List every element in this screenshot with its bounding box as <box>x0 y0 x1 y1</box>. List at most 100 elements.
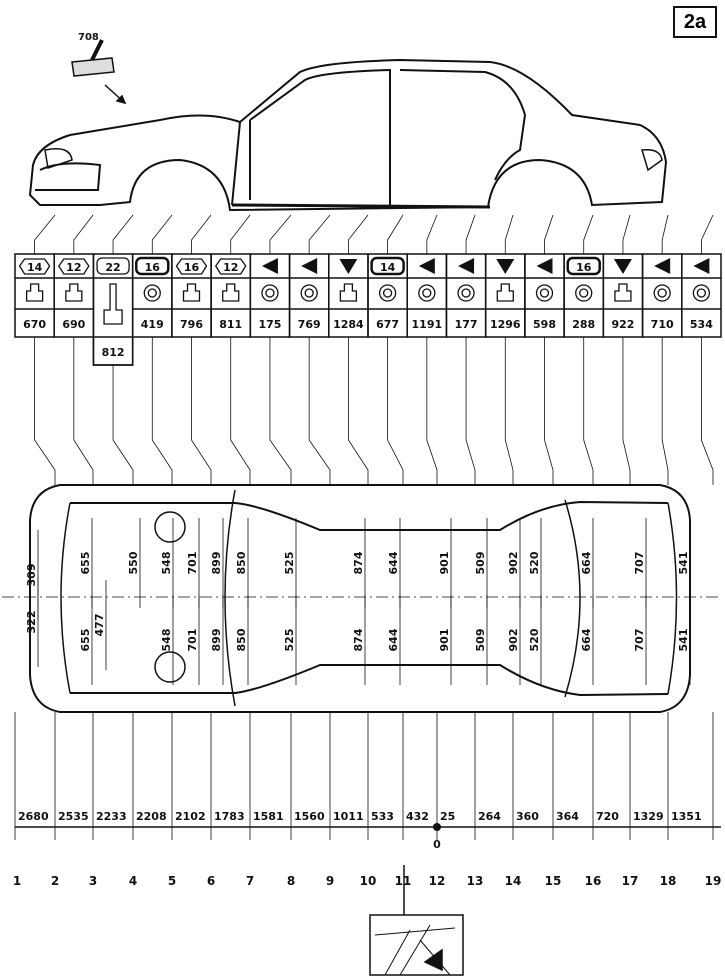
plan-dimension-label: 899 <box>210 552 223 575</box>
plan-dimension-label: 644 <box>387 551 400 574</box>
fixture-value: 1191 <box>412 318 443 331</box>
plan-dimension-label: 707 <box>633 629 646 652</box>
plan-dimension-label: 655 <box>79 552 92 575</box>
distance-label: 364 <box>556 810 579 823</box>
plan-dimension-label: 701 <box>186 552 199 575</box>
distance-label: 1581 <box>253 810 284 823</box>
station-number: 1 <box>13 874 21 888</box>
ring-inner-icon <box>657 288 667 298</box>
ring-inner-icon <box>422 288 432 298</box>
leader-line <box>583 214 594 254</box>
rounded-frame-icon <box>370 256 405 276</box>
ring-icon <box>143 284 161 302</box>
distance-label: 1329 <box>633 810 664 823</box>
plan-dimension-label: 477 <box>93 614 106 637</box>
leader-line <box>151 337 173 485</box>
distance-label: 2233 <box>96 810 127 823</box>
ring-icon <box>300 284 318 302</box>
distance-label: 2680 <box>18 810 49 823</box>
fixture-value: 534 <box>690 318 713 331</box>
ring-inner-icon <box>147 288 157 298</box>
triangle-left-icon <box>458 258 475 274</box>
table-column: 534 <box>681 253 722 338</box>
plan-dimension-label: 901 <box>438 552 451 575</box>
leader-line <box>34 214 56 254</box>
plan-dimension-label: 541 <box>677 552 690 575</box>
detail-label: 708 <box>78 32 99 43</box>
leader-line <box>504 337 514 485</box>
leader-line <box>112 365 134 485</box>
fixture-value: 796 <box>180 318 203 331</box>
distance-label: 1783 <box>214 810 245 823</box>
fixture-value: 1296 <box>490 318 521 331</box>
station-number: 3 <box>89 874 97 888</box>
station-number: 15 <box>545 874 562 888</box>
ring-icon <box>261 284 279 302</box>
leader-line <box>308 214 331 254</box>
symbol-value: 16 <box>184 261 200 274</box>
hexagon-icon <box>58 258 90 275</box>
rounded-frame-icon <box>566 256 601 276</box>
triangle-left-icon <box>301 258 318 274</box>
plan-dimension-label: 664 <box>580 551 593 574</box>
support-pad-icon <box>65 283 83 302</box>
leader-line <box>73 214 94 254</box>
table-column: 1296 <box>484 253 526 338</box>
plan-dimension-label: 655 <box>79 629 92 652</box>
hexagon-icon <box>214 258 247 275</box>
plan-dimension-label: 525 <box>283 629 296 652</box>
detail-708-icon <box>71 39 127 105</box>
table-column: 16 796 <box>171 253 212 338</box>
triangle-down-icon <box>496 259 515 274</box>
leader-line <box>700 337 714 485</box>
origin-label: 0 <box>433 838 441 851</box>
ring-inner-icon <box>461 288 471 298</box>
support-pad-icon <box>614 283 632 302</box>
leader-line <box>269 337 292 485</box>
leader-line <box>230 337 251 485</box>
ring-icon <box>418 284 436 302</box>
plan-dimension-label: 874 <box>352 628 365 651</box>
support-pad-icon <box>496 283 514 302</box>
support-pad-icon <box>182 283 201 302</box>
plan-dimension-label: 548 <box>160 629 173 652</box>
symbol-value: 12 <box>223 261 238 274</box>
fixture-value: 690 <box>62 318 85 331</box>
distance-label: 720 <box>596 810 619 823</box>
triangle-left-icon <box>654 258 671 274</box>
plan-dimension-label: 874 <box>352 551 365 574</box>
ring-icon <box>653 284 671 302</box>
leader-line <box>112 214 134 254</box>
ring-icon <box>692 284 711 302</box>
plan-dimension-label: 548 <box>160 552 173 575</box>
distance-label: 2208 <box>136 810 167 823</box>
leader-line <box>347 337 369 485</box>
fixture-value: 769 <box>298 318 321 331</box>
triangle-left-icon <box>536 258 553 274</box>
symbol-value: 12 <box>66 261 81 274</box>
leader-line <box>622 337 631 485</box>
fixture-value: 288 <box>572 318 595 331</box>
fixture-value: 1284 <box>333 318 364 331</box>
plan-dimension-label: 901 <box>438 629 451 652</box>
ring-inner-icon <box>265 288 275 298</box>
station-number: 10 <box>360 874 377 888</box>
plan-dimension-label: 509 <box>474 552 487 575</box>
distance-label: 25 <box>440 810 455 823</box>
plan-dimension-label: 309 <box>25 564 38 587</box>
station-number: 8 <box>287 874 295 888</box>
station-number: 16 <box>585 874 602 888</box>
page-badge: 2a <box>673 6 717 38</box>
table-column: 598 <box>524 253 565 338</box>
leader-line <box>387 214 404 254</box>
leader-line <box>191 214 212 254</box>
station-number: 6 <box>207 874 215 888</box>
ring-inner-icon <box>304 288 314 298</box>
leader-line <box>622 214 631 254</box>
distance-label: 1351 <box>671 810 702 823</box>
symbol-value: 14 <box>27 261 43 274</box>
